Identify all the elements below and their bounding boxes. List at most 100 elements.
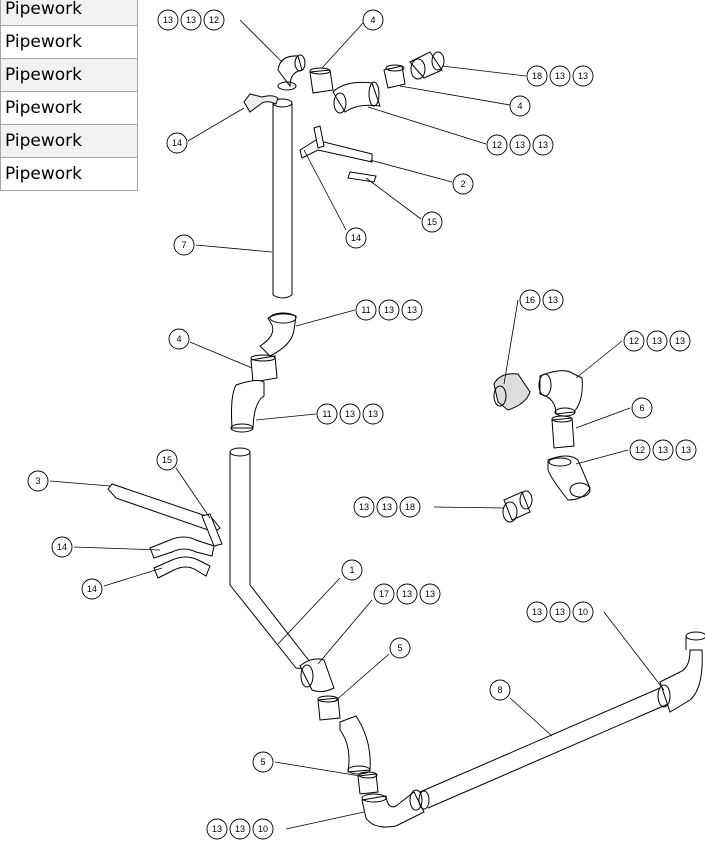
balloon-circle <box>669 330 691 352</box>
balloon-circle <box>362 9 384 31</box>
balloon-number: 13 <box>186 15 196 25</box>
elbows-middle <box>230 312 297 433</box>
balloon-circle <box>542 289 564 311</box>
balloon-circle <box>519 289 541 311</box>
callout-b18-13-13: 18 13 13 <box>441 65 594 87</box>
leader-line <box>175 467 211 519</box>
balloon-number: 13 <box>555 71 565 81</box>
fittings-lower-center <box>299 658 379 795</box>
balloon-circle <box>509 134 531 156</box>
callout-b14-upper: 14 <box>166 107 245 154</box>
leader-line <box>277 577 341 645</box>
balloon-circle <box>399 496 421 518</box>
balloon-number: 11 <box>322 409 331 419</box>
balloon-number: 18 <box>532 71 542 81</box>
leader-line <box>433 506 505 509</box>
balloon-number: 3 <box>35 476 40 486</box>
balloon-circle <box>316 403 338 425</box>
leader-line <box>603 611 665 691</box>
leader-line <box>73 546 161 551</box>
balloon-number: 13 <box>235 824 245 834</box>
balloon-circle <box>166 132 188 154</box>
balloon-number: 13 <box>532 607 542 617</box>
balloon-circle <box>623 330 645 352</box>
balloon-circle <box>373 583 395 605</box>
fittings-top-right <box>309 51 445 114</box>
balloon-number: 13 <box>515 140 525 150</box>
balloon-number: 13 <box>675 336 685 346</box>
balloon-number: 13 <box>578 71 588 81</box>
balloon-number: 14 <box>172 138 182 148</box>
balloon-circle <box>549 65 571 87</box>
balloon-number: 14 <box>87 584 97 594</box>
callout-b7: 7 <box>173 234 273 256</box>
balloon-number: 13 <box>163 15 173 25</box>
balloon-number: 18 <box>405 502 415 512</box>
balloon-number: 14 <box>57 542 67 552</box>
balloon-number: 17 <box>379 589 389 599</box>
balloon-number: 8 <box>497 685 502 695</box>
balloon-circle <box>378 299 400 321</box>
balloon-number: 13 <box>402 589 412 599</box>
balloon-number: 13 <box>359 502 369 512</box>
leader-line <box>575 340 623 379</box>
balloon-number: 12 <box>635 445 645 455</box>
callout-b13-13-18: 13 13 18 <box>353 496 505 518</box>
balloon-circle <box>173 234 195 256</box>
elbow-top <box>277 54 306 91</box>
balloon-circle <box>549 601 571 623</box>
balloon-number: 13 <box>555 607 565 617</box>
balloon-number: 13 <box>382 502 392 512</box>
callout-b14-lower-b: 14 <box>81 567 163 600</box>
balloon-circle <box>81 578 103 600</box>
leader-line <box>367 106 487 145</box>
callout-b14-lower-a: 14 <box>51 536 161 558</box>
leader-line <box>49 480 111 487</box>
balloon-circle <box>27 470 49 492</box>
leader-line <box>255 413 317 421</box>
balloon-number: 13 <box>212 824 222 834</box>
leader-line <box>239 19 283 63</box>
balloon-number: 13 <box>368 409 378 419</box>
balloon-circle <box>532 134 554 156</box>
bracket-lower <box>107 483 223 579</box>
leader-line <box>321 22 364 69</box>
balloon-number: 12 <box>209 15 219 25</box>
leader-line <box>365 177 422 220</box>
balloon-number: 16 <box>525 295 535 305</box>
vertical-pipe-upper <box>272 98 293 299</box>
balloon-circle <box>156 449 178 471</box>
callout-b3: 3 <box>27 470 111 492</box>
balloon-circle <box>526 601 548 623</box>
balloon-circle <box>345 227 367 249</box>
leader-line <box>103 567 163 587</box>
balloon-number: 13 <box>407 305 417 315</box>
balloon-circle <box>489 679 511 701</box>
balloon-number: 7 <box>181 240 186 250</box>
leader-line <box>295 309 356 327</box>
balloon-circle <box>675 439 697 461</box>
leader-line <box>195 244 273 253</box>
balloon-number: 12 <box>629 336 639 346</box>
balloon-circle <box>419 583 441 605</box>
leader-line <box>274 761 361 777</box>
table-cell: Pipework <box>0 0 138 26</box>
balloon-number: 13 <box>538 140 548 150</box>
balloon-number: 13 <box>384 305 394 315</box>
callout-b2: 2 <box>369 159 474 195</box>
parts-drawing <box>107 51 705 828</box>
callout-b15-upper: 15 <box>365 177 443 233</box>
long-pipe-lower <box>229 447 311 669</box>
balloon-circle <box>646 330 668 352</box>
balloon-circle <box>652 439 674 461</box>
balloon-circle <box>353 496 375 518</box>
